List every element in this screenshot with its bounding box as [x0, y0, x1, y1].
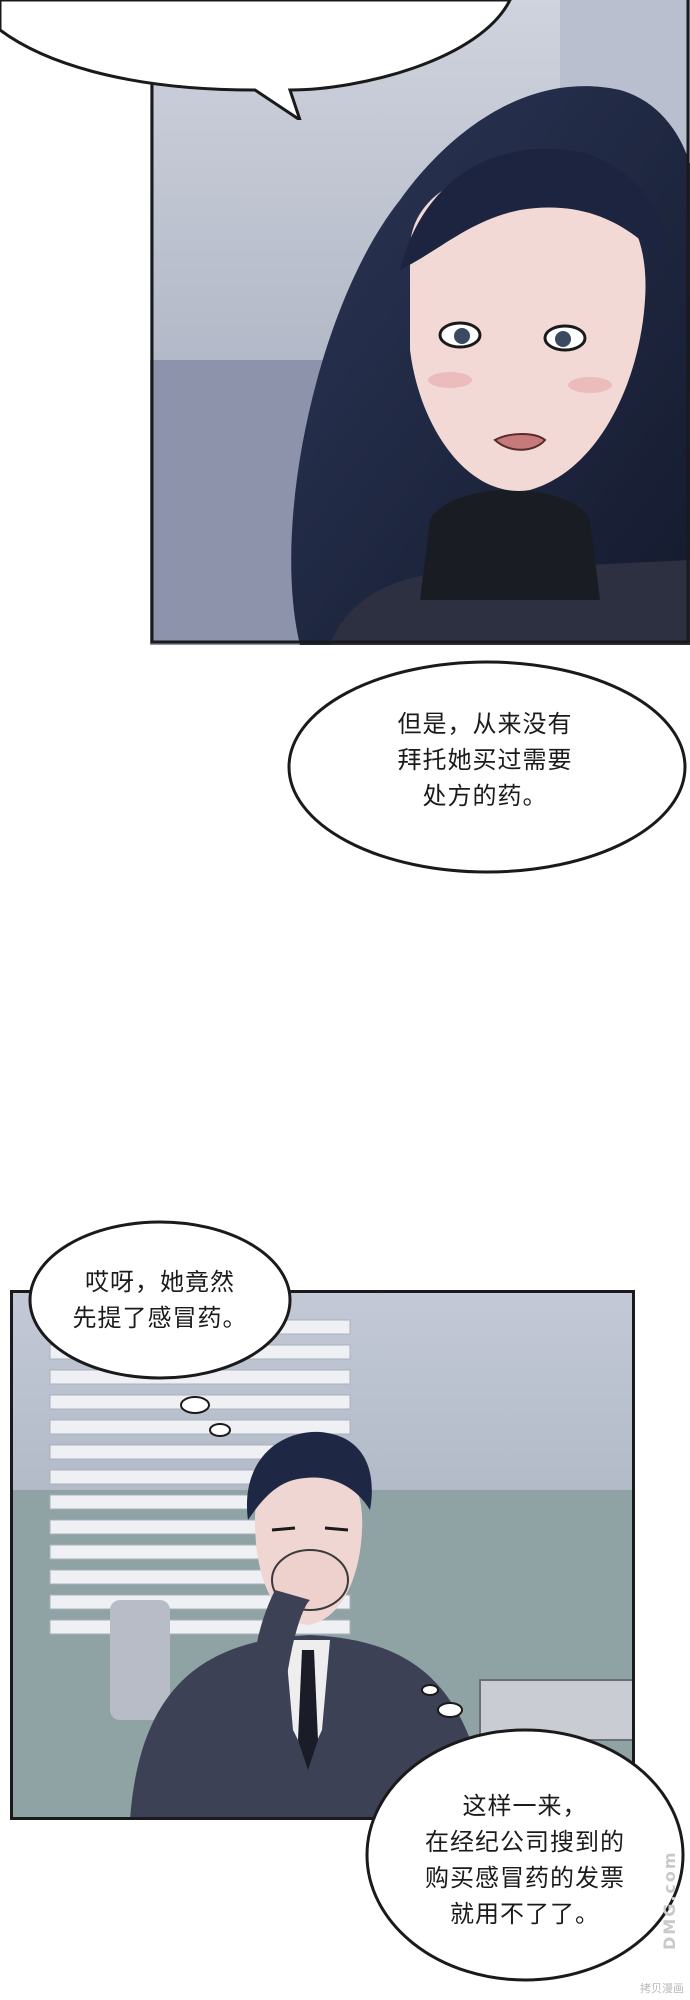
watermark: 拷贝漫画: [640, 1982, 684, 1995]
thought-bubble-2-text: 哎呀，她竟然 先提了感冒药。: [72, 1268, 248, 1332]
speech-bubble-top-fragment: [0, 0, 512, 120]
thought-bubble-3: [365, 1684, 685, 1982]
man-illustration: [10, 1290, 635, 1820]
woman-illustration: [150, 0, 690, 645]
panel-man: [10, 1290, 635, 1820]
panel-woman: [150, 0, 690, 645]
thought-bubble-2: [28, 1220, 292, 1437]
speech-bubble-1-text: 但是，从来没有 拜托她买过需要 处方的药。: [397, 710, 573, 810]
speech-bubble-1: [287, 660, 687, 874]
site-logo: DMG.com: [660, 1850, 679, 1950]
thought-bubble-3-text: 这样一来， 在经纪公司搜到的 购买感冒药的发票 就用不了了。: [425, 1792, 625, 1928]
